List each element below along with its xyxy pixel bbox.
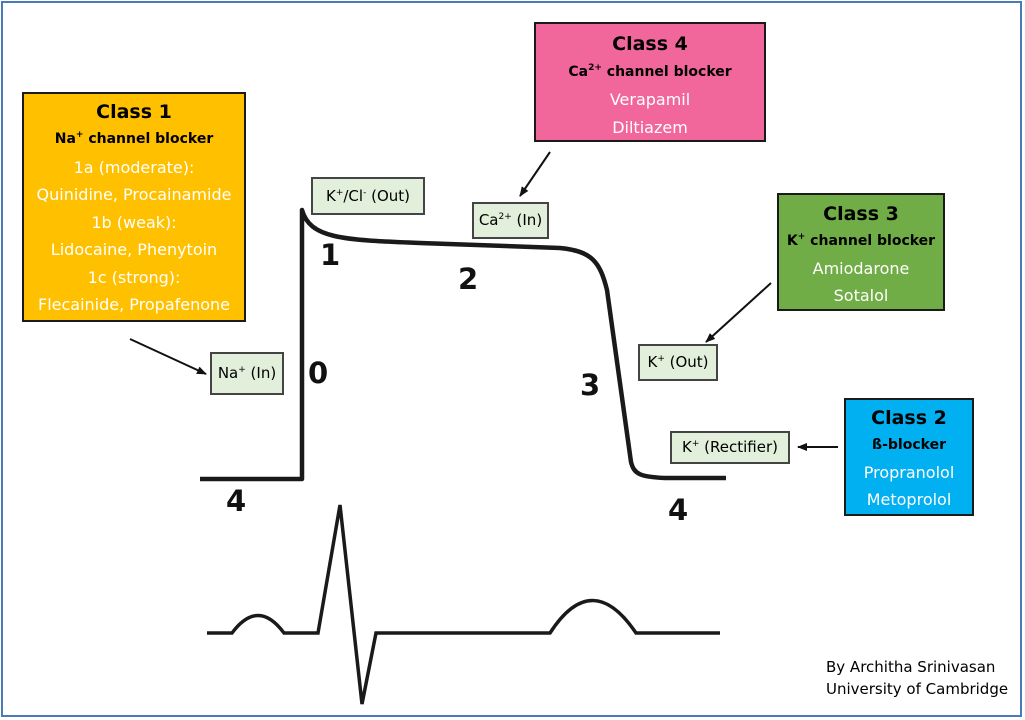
ion-symbol: Na xyxy=(217,364,239,382)
class1-subtitle-rest: channel blocker xyxy=(83,131,214,147)
class3-ion: K xyxy=(786,233,798,249)
ion-direction: (In) xyxy=(245,364,277,382)
ion-symbol-2: /Cl xyxy=(343,187,364,205)
class2-line: Metoprolol xyxy=(866,490,952,509)
class1-title: Class 1 xyxy=(96,101,172,123)
class1-line: 1c (strong): xyxy=(87,267,181,287)
class3-subtitle: K+ channel blocker xyxy=(779,228,943,255)
ion-charge: + xyxy=(657,354,665,364)
phase-2-label: 2 xyxy=(458,262,479,296)
class3-ion-charge: + xyxy=(797,232,806,242)
ion-direction: (Out) xyxy=(366,187,410,205)
ion-charge: + xyxy=(691,439,700,449)
arrow-class1-to-na xyxy=(129,338,207,375)
ion-label-k-rectifier: K+ (Rectifier) xyxy=(670,431,790,464)
ion-charge-2: - xyxy=(363,188,367,198)
ion-symbol: K xyxy=(647,353,658,371)
ion-charge: 2+ xyxy=(498,212,512,222)
ion-direction: (Rectifier) xyxy=(699,438,778,456)
class4-box: Class 4 Ca2+ channel blocker Verapamil D… xyxy=(534,22,766,142)
class3-title: Class 3 xyxy=(823,203,899,225)
phase-1-label: 1 xyxy=(320,238,341,272)
action-potential-curve xyxy=(200,207,726,482)
ion-charge: + xyxy=(335,188,344,198)
phase-3-label: 3 xyxy=(580,368,601,402)
ion-symbol: K xyxy=(325,187,336,205)
ecg-trace xyxy=(207,504,720,705)
class1-box: Class 1 Na+ channel blocker 1a (moderate… xyxy=(22,92,246,322)
class4-line: Diltiazem xyxy=(612,118,688,137)
class4-ion-charge: 2+ xyxy=(588,63,602,73)
ion-direction: (Out) xyxy=(664,353,709,371)
class1-line: Flecainide, Propafenone xyxy=(37,295,231,314)
class3-box: Class 3 K+ channel blocker Amiodarone So… xyxy=(777,193,945,311)
class1-ion-charge: + xyxy=(75,130,84,140)
class2-box: Class 2 ß-blocker Propranolol Metoprolol xyxy=(844,398,974,516)
class2-line: Propranolol xyxy=(863,463,955,482)
ion-label-k-cl-out: K+/Cl- (Out) xyxy=(311,177,425,215)
phase-4-left-label: 4 xyxy=(226,484,247,518)
class1-line: 1b (weak): xyxy=(91,212,177,232)
ion-label-k-out: K+ (Out) xyxy=(638,344,718,381)
class4-subtitle: Ca2+ channel blocker xyxy=(536,58,764,86)
class1-line: Lidocaine, Phenytoin xyxy=(50,240,218,259)
class4-title: Class 4 xyxy=(612,33,688,55)
ion-label-ca-in: Ca2+ (In) xyxy=(472,202,549,239)
class4-subtitle-rest: channel blocker xyxy=(601,64,732,80)
class2-title: Class 2 xyxy=(871,407,947,429)
class1-ion: Na xyxy=(54,131,76,147)
credit: By Architha Srinivasan University of Cam… xyxy=(826,656,1008,700)
class4-ion: Ca xyxy=(568,64,589,80)
ion-symbol: Ca xyxy=(478,211,499,229)
class1-line: 1a (moderate): xyxy=(73,157,195,177)
ion-label-na-in: Na+ (In) xyxy=(210,352,284,395)
ion-charge: + xyxy=(238,365,246,375)
class3-line: Amiodarone xyxy=(812,259,910,278)
credit-institution: University of Cambridge xyxy=(826,680,1009,698)
ion-direction: (In) xyxy=(511,211,543,229)
ion-symbol: K xyxy=(682,438,692,456)
class4-line: Verapamil xyxy=(609,90,691,109)
credit-author: By Architha Srinivasan xyxy=(826,658,996,676)
class3-subtitle-rest: channel blocker xyxy=(805,233,936,249)
phase-0-label: 0 xyxy=(308,356,329,390)
phase-4-right-label: 4 xyxy=(668,493,689,527)
class2-subtitle: ß-blocker xyxy=(872,437,946,453)
class1-line: Quinidine, Procainamide xyxy=(36,185,232,204)
class3-line: Sotalol xyxy=(833,286,889,305)
class1-subtitle: Na+ channel blocker xyxy=(24,126,244,154)
arrow-class4-to-ca xyxy=(519,151,551,197)
arrow-class3-to-k-out xyxy=(705,282,772,343)
